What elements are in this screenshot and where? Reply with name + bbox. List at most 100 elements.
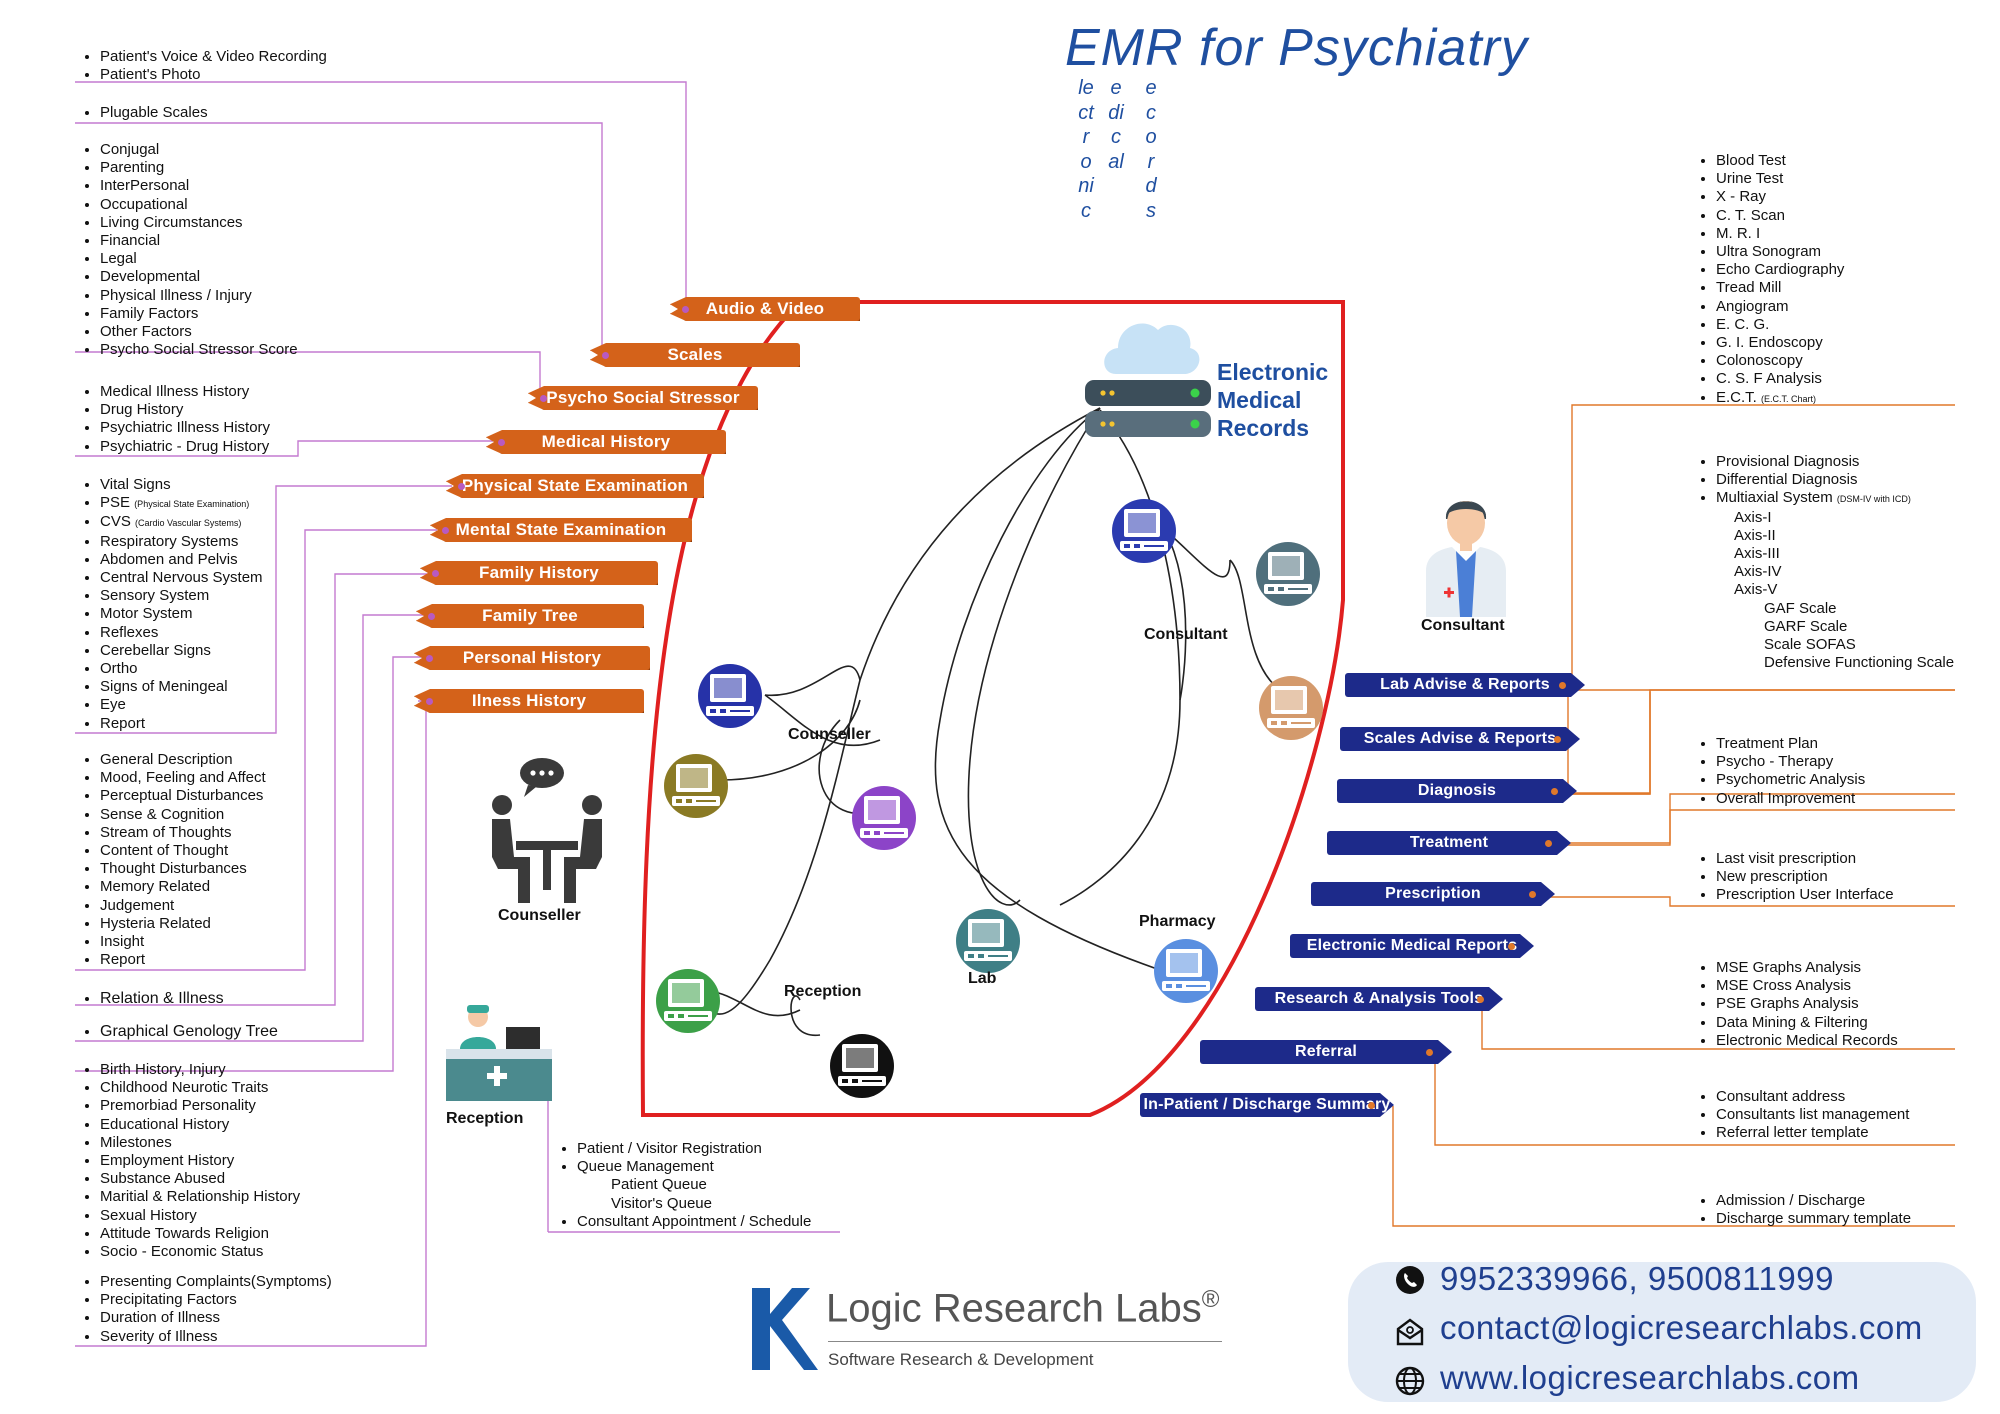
computer-icon: [656, 969, 720, 1033]
right-tab[interactable]: Research & Analysis Tools: [1255, 987, 1503, 1011]
left-tab[interactable]: Personal History: [414, 646, 650, 670]
list-item: Ultra Sonogram: [1716, 243, 1844, 261]
left-tab[interactable]: Family Tree: [416, 604, 644, 628]
list-item-note: (Physical State Examination): [134, 499, 250, 510]
left-tab[interactable]: Mental State Examination: [430, 518, 692, 542]
list-item: Presenting Complaints(Symptoms): [100, 1273, 332, 1291]
list-item: G. I. Endoscopy: [1716, 334, 1844, 352]
right-tab[interactable]: Prescription: [1311, 882, 1555, 906]
list-item: Severity of Illness: [100, 1328, 332, 1346]
list-item: Psycho - Therapy: [1716, 753, 1865, 771]
list-item: Psychometric Analysis: [1716, 771, 1865, 789]
list-item: Premorbiad Personality: [100, 1097, 300, 1115]
connector-dot: [458, 483, 465, 490]
list-item: Patient's Photo: [100, 66, 327, 84]
list-personal: Birth History, InjuryChildhood Neurotic …: [74, 1061, 300, 1261]
list-item: Patient's Voice & Video Recording: [100, 48, 327, 66]
contact-phone[interactable]: 9952339966, 9500811999: [1440, 1260, 1834, 1297]
brand-tagline: Software Research & Development: [828, 1350, 1094, 1369]
list-item: New prescription: [1716, 868, 1894, 886]
right-tab[interactable]: Diagnosis: [1337, 779, 1577, 803]
list-item: Financial: [100, 232, 298, 250]
right-tab[interactable]: Lab Advise & Reports: [1345, 673, 1585, 697]
list-item: Duration of Illness: [100, 1309, 332, 1327]
emr-label: Electronic Medical Records: [1217, 358, 1328, 442]
list-item: Visitor's Queue: [611, 1194, 712, 1212]
right-tab[interactable]: Scales Advise & Reports: [1340, 727, 1580, 751]
list-item: Thought Disturbances: [100, 860, 266, 878]
list-item: Parenting: [100, 159, 298, 177]
right-tab[interactable]: In-Patient / Discharge Summary: [1140, 1093, 1394, 1117]
connector-dot: [602, 352, 609, 359]
connector-dot: [428, 613, 435, 620]
left-tab[interactable]: Audio & Video: [670, 297, 860, 321]
list-item: Tread Mill: [1716, 279, 1844, 297]
left-tab[interactable]: Psycho Social Stressor: [528, 386, 758, 410]
list-discharge: Admission / DischargeDischarge summary t…: [1690, 1192, 1911, 1228]
subtitle-column: edical: [1108, 77, 1124, 173]
list-item: Living Circumstances: [100, 214, 298, 232]
list-item-note: (Cardio Vascular Systems): [135, 518, 242, 529]
list-research: MSE Graphs AnalysisMSE Cross AnalysisPSE…: [1690, 959, 1898, 1050]
list-item: Occupational: [100, 196, 298, 214]
contact-email[interactable]: contact@logicresearchlabs.com: [1440, 1309, 1923, 1346]
connector-dot: [1551, 788, 1558, 795]
list-item: Electronic Medical Records: [1716, 1032, 1898, 1050]
list-item: Queue Management: [577, 1158, 811, 1176]
list-item: Sensory System: [100, 587, 263, 605]
list-item: Axis-V: [1734, 581, 1778, 599]
brand-divider: [828, 1341, 1222, 1342]
connector-dot: [1545, 840, 1552, 847]
list-item: Substance Abused: [100, 1170, 300, 1188]
list-item: Axis-II: [1734, 526, 1776, 544]
list-item: Referral letter template: [1716, 1124, 1909, 1142]
list-item: Report: [100, 951, 266, 969]
list-item: Maritial & Relationship History: [100, 1188, 300, 1206]
list-item: Plugable Scales: [100, 104, 208, 122]
list-item: Socio - Economic Status: [100, 1243, 300, 1261]
list-item: Differential Diagnosis: [1716, 471, 1954, 489]
computer-icon: [830, 1034, 894, 1098]
computer-icon: [956, 909, 1020, 973]
list-item: Vital Signs: [100, 476, 263, 494]
connector-dot: [1554, 736, 1561, 743]
computer-icon: [1112, 499, 1176, 563]
brand-name: Logic Research Labs®: [826, 1286, 1219, 1331]
list-item: Stream of Thoughts: [100, 824, 266, 842]
list-item: Employment History: [100, 1152, 300, 1170]
emr-label-line1: Electronic: [1217, 359, 1329, 385]
list-item: M. R. I: [1716, 225, 1844, 243]
list-item: C. S. F Analysis: [1716, 370, 1844, 388]
list-item-note: (DSM-IV with ICD): [1836, 494, 1911, 505]
list-treatment: Treatment PlanPsycho - TherapyPsychometr…: [1690, 735, 1865, 808]
contact-web[interactable]: www.logicresearchlabs.com: [1440, 1359, 1860, 1396]
list-item: Consultants list management: [1716, 1106, 1909, 1124]
left-tab[interactable]: Family History: [420, 561, 658, 585]
list-item: MSE Graphs Analysis: [1716, 959, 1898, 977]
right-tab[interactable]: Referral: [1200, 1040, 1452, 1064]
left-tab[interactable]: Ilness History: [414, 689, 644, 713]
role-label-counseller: Counseller: [498, 907, 581, 924]
list-item: Drug History: [100, 401, 270, 419]
list-lab: Blood Test Urine Test X - Ray C. T. Scan…: [1690, 152, 1844, 408]
brand-name-text: Logic Research Labs: [826, 1286, 1202, 1331]
list-item: General Description: [100, 751, 266, 769]
right-tab[interactable]: Electronic Medical Reports: [1290, 934, 1534, 958]
right-tab[interactable]: Treatment: [1327, 831, 1571, 855]
list-item: Ortho: [100, 660, 263, 678]
list-scales: Plugable Scales: [74, 104, 208, 122]
connector-dot: [1529, 891, 1536, 898]
list-item: PSE Graphs Analysis: [1716, 995, 1898, 1013]
list-item: Psycho Social Stressor Score: [100, 341, 298, 359]
list-item: Precipitating Factors: [100, 1291, 332, 1309]
list-item: Respiratory Systems: [100, 533, 263, 551]
left-tab[interactable]: Scales: [590, 343, 800, 367]
left-tab[interactable]: Physical State Examination: [446, 474, 704, 498]
emr-label-line3: Records: [1217, 415, 1310, 441]
list-item: Medical Illness History: [100, 383, 270, 401]
list-item: Patient Queue: [611, 1176, 707, 1194]
brand-reg: ®: [1201, 1286, 1220, 1313]
left-tab[interactable]: Medical History: [486, 430, 726, 454]
